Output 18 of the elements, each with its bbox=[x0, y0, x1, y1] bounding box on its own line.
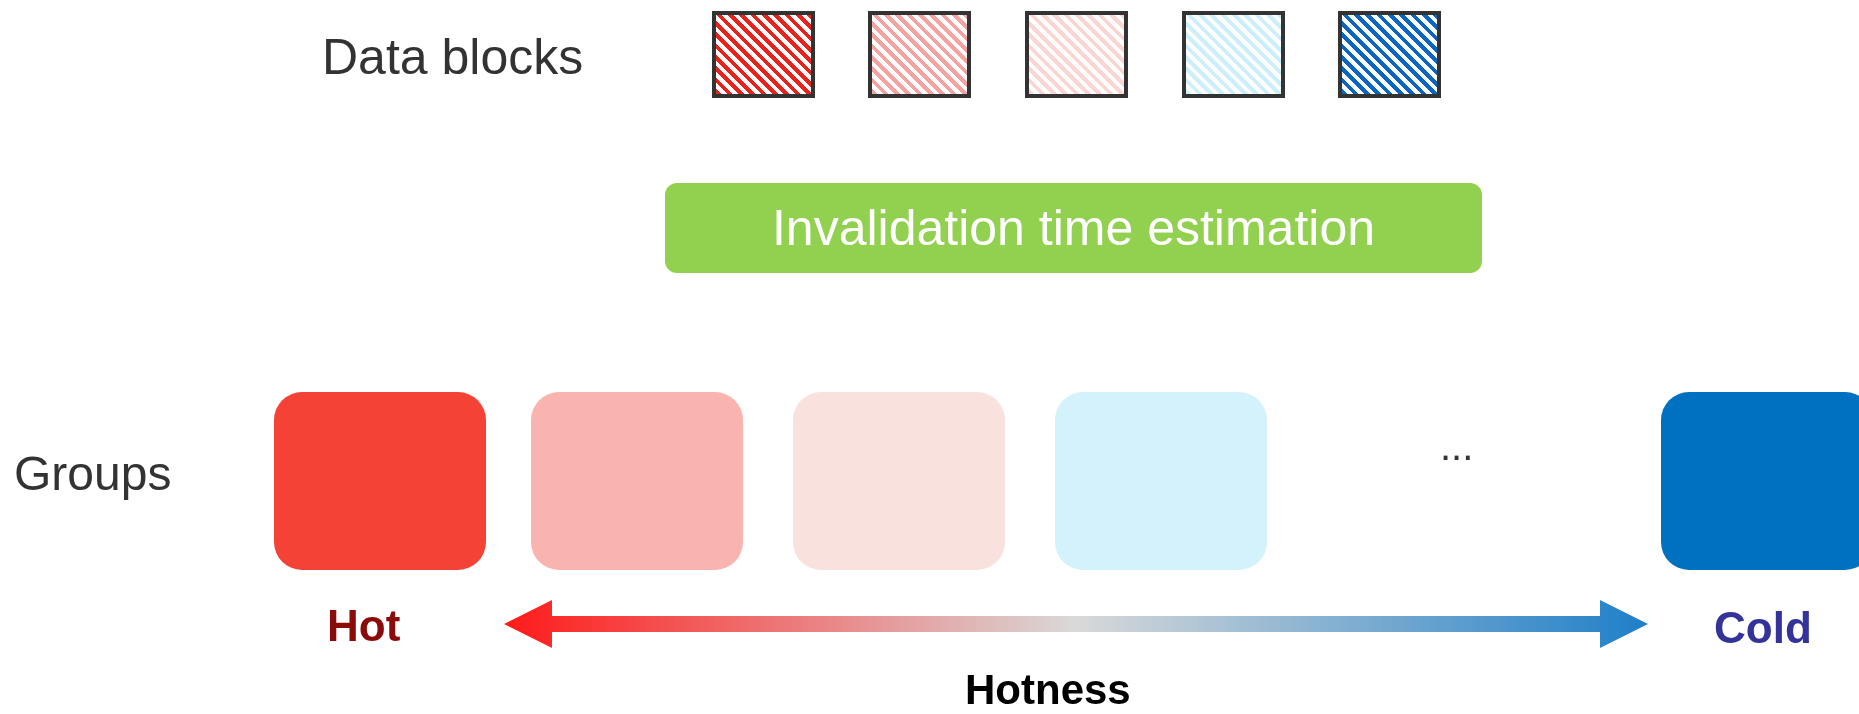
process-label: Invalidation time estimation bbox=[771, 199, 1376, 257]
axis-title: Hotness bbox=[965, 669, 1131, 711]
row-label: Data blocks bbox=[322, 32, 584, 82]
hatched-block bbox=[1338, 11, 1441, 98]
hatched-block bbox=[1025, 11, 1128, 98]
process-box bbox=[665, 183, 1482, 273]
scale-label: Cold bbox=[1714, 606, 1812, 650]
scale-label: Hot bbox=[327, 604, 401, 648]
group-box bbox=[1055, 392, 1267, 570]
group-box bbox=[274, 392, 486, 570]
group-box bbox=[793, 392, 1005, 570]
hatched-block bbox=[712, 11, 815, 98]
group-box bbox=[1661, 392, 1859, 570]
hatched-block bbox=[1182, 11, 1285, 98]
ellipsis: ... bbox=[1440, 426, 1474, 466]
hatched-block bbox=[868, 11, 971, 98]
row-label: Groups bbox=[14, 450, 172, 498]
group-box bbox=[531, 392, 743, 570]
